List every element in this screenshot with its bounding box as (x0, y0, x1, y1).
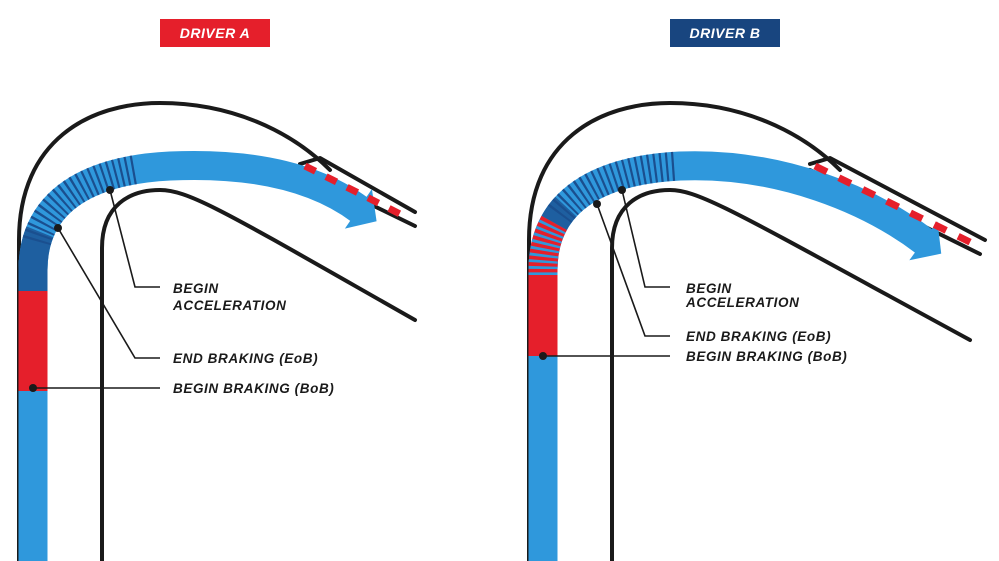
marker-end-braking (593, 200, 601, 208)
leader-end-braking (57, 227, 160, 359)
inner-wall (610, 188, 972, 561)
curb-stripe (345, 184, 360, 196)
curb-wall (298, 156, 417, 214)
leader-begin-acceleration (621, 189, 670, 288)
label-end-braking: END BRAKING (EoB) (173, 351, 318, 366)
curb-stripe (366, 194, 381, 207)
curb-stripe (932, 221, 948, 234)
leader-begin-acceleration (109, 189, 160, 288)
marker-begin-braking (29, 384, 37, 392)
coasting-segment (528, 151, 934, 561)
curb-stripe (956, 233, 972, 246)
driver-a-badge (160, 19, 270, 47)
marker-end-braking (54, 224, 62, 232)
label-end-braking: END BRAKING (EoB) (686, 329, 831, 344)
marker-begin-acceleration (106, 186, 114, 194)
curb-stripe (861, 186, 877, 199)
outer-wall (527, 101, 842, 561)
curb-stripe (837, 174, 853, 187)
panel-driver-a: DRIVER A BEGIN ACCELERATION END BRAKING … (17, 19, 417, 561)
curb-stripe (908, 209, 924, 222)
leader-end-braking (596, 203, 670, 337)
label-begin-acceleration-line2: ACCELERATION (172, 298, 286, 313)
label-begin-braking: BEGIN BRAKING (BoB) (173, 381, 334, 396)
inner-wall (100, 188, 417, 561)
panel-driver-b: DRIVER B BEGIN ACCELERATION END BRAKING … (527, 19, 987, 561)
label-begin-acceleration-line1: BEGIN (686, 281, 732, 296)
curb-stripe (885, 198, 901, 211)
curb-stripe (387, 205, 402, 217)
label-begin-acceleration-line2: ACCELERATION (685, 295, 799, 310)
curb-stripe (813, 162, 829, 175)
arrow-head (909, 221, 942, 261)
marker-begin-acceleration (618, 186, 626, 194)
curb-wall (808, 156, 987, 242)
driver-b-badge (670, 19, 780, 47)
label-begin-braking: BEGIN BRAKING (BoB) (686, 349, 847, 364)
driving-line (528, 151, 942, 561)
curb-stripe (324, 173, 339, 186)
label-begin-acceleration-line1: BEGIN (173, 281, 219, 296)
marker-begin-braking (539, 352, 547, 360)
outer-wall (17, 101, 332, 561)
driver-b-badge-label: DRIVER B (690, 25, 761, 41)
curb-stripe (303, 162, 318, 175)
accel-stripe (18, 150, 369, 561)
driver-a-badge-label: DRIVER A (180, 25, 250, 41)
